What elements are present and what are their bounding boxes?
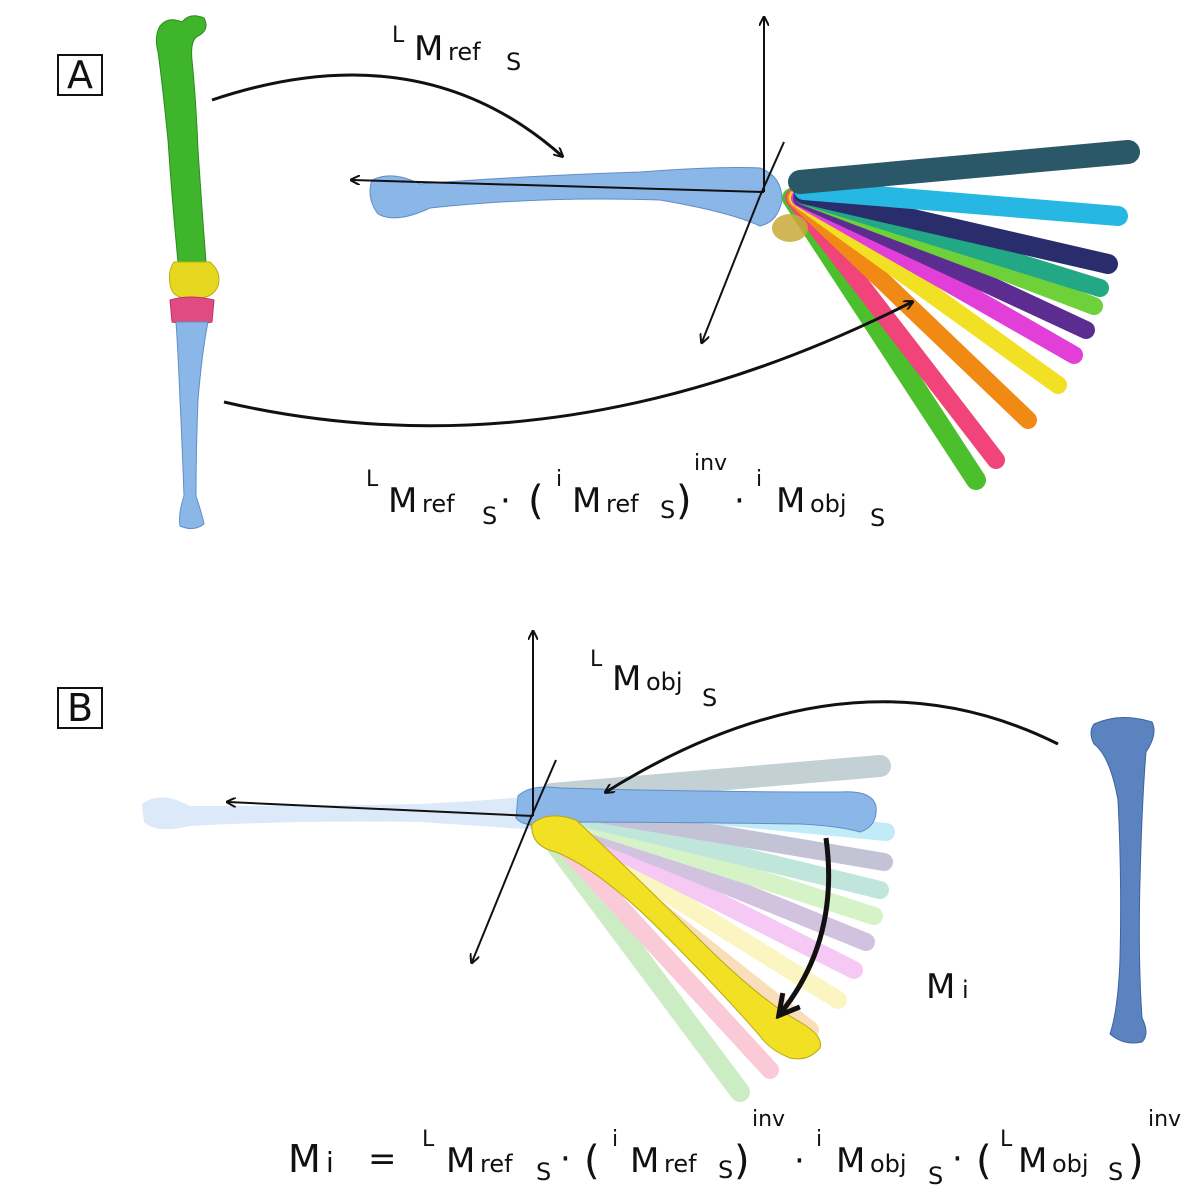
formula-b-t3-sub: obj bbox=[870, 1150, 907, 1178]
panel-b-letter: B bbox=[67, 686, 93, 730]
reference-bone-faded bbox=[142, 796, 540, 830]
formula-b: M i = L M ref S · ( i M ref S ) inv · i … bbox=[288, 1107, 1181, 1189]
formula-b-lhs-main: M bbox=[288, 1137, 321, 1181]
formula-b-t1-sup: L bbox=[422, 1127, 435, 1152]
formula-b-dot2: · bbox=[794, 1141, 805, 1181]
faded-bone-7 bbox=[543, 803, 883, 925]
formula-b-lhs-sub: i bbox=[326, 1146, 334, 1179]
axis-a-left bbox=[352, 180, 765, 193]
faded-bone-1 bbox=[530, 814, 750, 1102]
formula-b-t4-sub: obj bbox=[1052, 1150, 1089, 1178]
formula-b-eq: = bbox=[368, 1139, 397, 1179]
formula-b-t4-subsub: S bbox=[1108, 1158, 1123, 1186]
fan-bone-10 bbox=[794, 180, 1128, 226]
axis-b-down bbox=[472, 819, 531, 962]
formula-b-t1-subsub: S bbox=[536, 1158, 551, 1186]
formula-a-t3-main: M bbox=[776, 481, 805, 521]
tibia-bone bbox=[175, 321, 209, 530]
axis-b-left bbox=[228, 802, 534, 817]
formula-a-t1-subsub: S bbox=[482, 502, 497, 530]
formula-a: L M ref S · ( i M ref S ) inv · i M obj … bbox=[366, 451, 885, 532]
formula-b-t2-main: M bbox=[630, 1141, 659, 1181]
formula-b-t4-main: M bbox=[1018, 1141, 1047, 1181]
label-b-top-subsub: S bbox=[702, 684, 717, 712]
formula-a-t3-sup: i bbox=[756, 467, 762, 492]
fan-joint bbox=[772, 214, 808, 242]
formula-b-t1-sub: ref bbox=[480, 1150, 513, 1178]
formula-b-t3-main: M bbox=[836, 1141, 865, 1181]
label-b-top-main: M bbox=[612, 659, 641, 699]
formula-b-t2-exp: inv bbox=[752, 1107, 785, 1132]
curved-arrow-a-bottom bbox=[223, 302, 912, 428]
fan-bone-11 bbox=[788, 140, 1140, 194]
knee-bones bbox=[155, 15, 220, 530]
formula-b-t1-main: M bbox=[446, 1141, 475, 1181]
formula-a-t1-main: M bbox=[388, 481, 417, 521]
formula-a-t2-exp: inv bbox=[694, 451, 727, 476]
reference-bone-solid bbox=[515, 786, 877, 833]
label-a-top-sup: L bbox=[392, 23, 405, 48]
formula-a-t2-close: ) bbox=[676, 478, 692, 524]
formula-b-t4-exp: inv bbox=[1148, 1107, 1181, 1132]
label-a-top-sub: ref bbox=[448, 38, 481, 66]
faded-bone-6 bbox=[541, 805, 875, 951]
formula-b-t3-sup: i bbox=[816, 1127, 822, 1152]
fan-bone-2 bbox=[785, 189, 1005, 469]
mi-label-main: M bbox=[926, 967, 955, 1007]
meniscus bbox=[169, 296, 215, 325]
formula-b-t3-subsub: S bbox=[928, 1162, 943, 1189]
formula-b-t4-close: ) bbox=[1128, 1138, 1144, 1184]
mi-label: M i bbox=[926, 967, 969, 1007]
formula-b-dot3: · bbox=[952, 1139, 963, 1179]
formula-a-dot1: · bbox=[500, 481, 511, 521]
curved-arrow-a-top bbox=[211, 73, 562, 156]
formula-a-t3-subsub: S bbox=[870, 504, 885, 532]
panel-a: A bbox=[57, 15, 1140, 532]
formula-a-t1-sub: ref bbox=[422, 490, 455, 518]
formula-b-dot1: · bbox=[560, 1139, 571, 1179]
formula-a-t2-main: M bbox=[572, 481, 601, 521]
formula-a-t3-sub: obj bbox=[810, 490, 847, 518]
formula-b-t4-open: ( bbox=[976, 1138, 992, 1184]
panel-a-letter: A bbox=[67, 53, 93, 97]
label-a-top: L M ref S bbox=[392, 23, 521, 76]
curved-arrow-b-top bbox=[606, 700, 1059, 792]
axis-a-tick bbox=[759, 141, 785, 197]
label-b-top: L M obj S bbox=[590, 647, 717, 712]
fibula-bone bbox=[1090, 717, 1155, 1044]
patella bbox=[169, 261, 220, 299]
coordinate-axes-a bbox=[352, 18, 785, 342]
label-b-top-sup: L bbox=[590, 647, 603, 672]
fan-bone-9 bbox=[794, 184, 1118, 274]
formula-b-t2-sup: i bbox=[612, 1127, 618, 1152]
formula-b-t2-open: ( bbox=[584, 1138, 600, 1184]
formula-b-t2-sub: ref bbox=[664, 1150, 697, 1178]
target-bone-yellow bbox=[531, 815, 822, 1060]
formula-b-t2-subsub: S bbox=[718, 1156, 733, 1184]
label-a-top-main: M bbox=[414, 29, 443, 69]
panel-b-letter-box bbox=[57, 687, 103, 729]
label-b-top-sub: obj bbox=[646, 668, 683, 696]
femur-bone bbox=[155, 15, 207, 263]
formula-a-t2-sup: i bbox=[556, 467, 562, 492]
formula-a-dot2: · bbox=[734, 481, 745, 521]
formula-a-t1-sup: L bbox=[366, 467, 379, 492]
label-a-top-subsub: S bbox=[506, 48, 521, 76]
coordinate-axes-b bbox=[228, 632, 557, 962]
curved-arrow-b-rotation bbox=[780, 837, 832, 1014]
bone-instance-fan bbox=[772, 140, 1140, 490]
formula-a-t2-open: ( bbox=[528, 478, 544, 524]
mi-label-sub: i bbox=[962, 976, 969, 1004]
panel-b: B bbox=[57, 632, 1181, 1189]
axis-b-tick bbox=[529, 759, 557, 821]
panel-a-letter-box bbox=[57, 54, 103, 96]
axis-a-down bbox=[702, 195, 761, 342]
formula-a-t2-subsub: S bbox=[660, 496, 675, 524]
faded-bone-8 bbox=[543, 801, 889, 899]
reference-bone-horizontal bbox=[369, 167, 783, 227]
formula-b-t4-sup: L bbox=[1000, 1127, 1013, 1152]
formula-b-t2-close: ) bbox=[734, 1138, 750, 1184]
formula-a-t2-sub: ref bbox=[606, 490, 639, 518]
